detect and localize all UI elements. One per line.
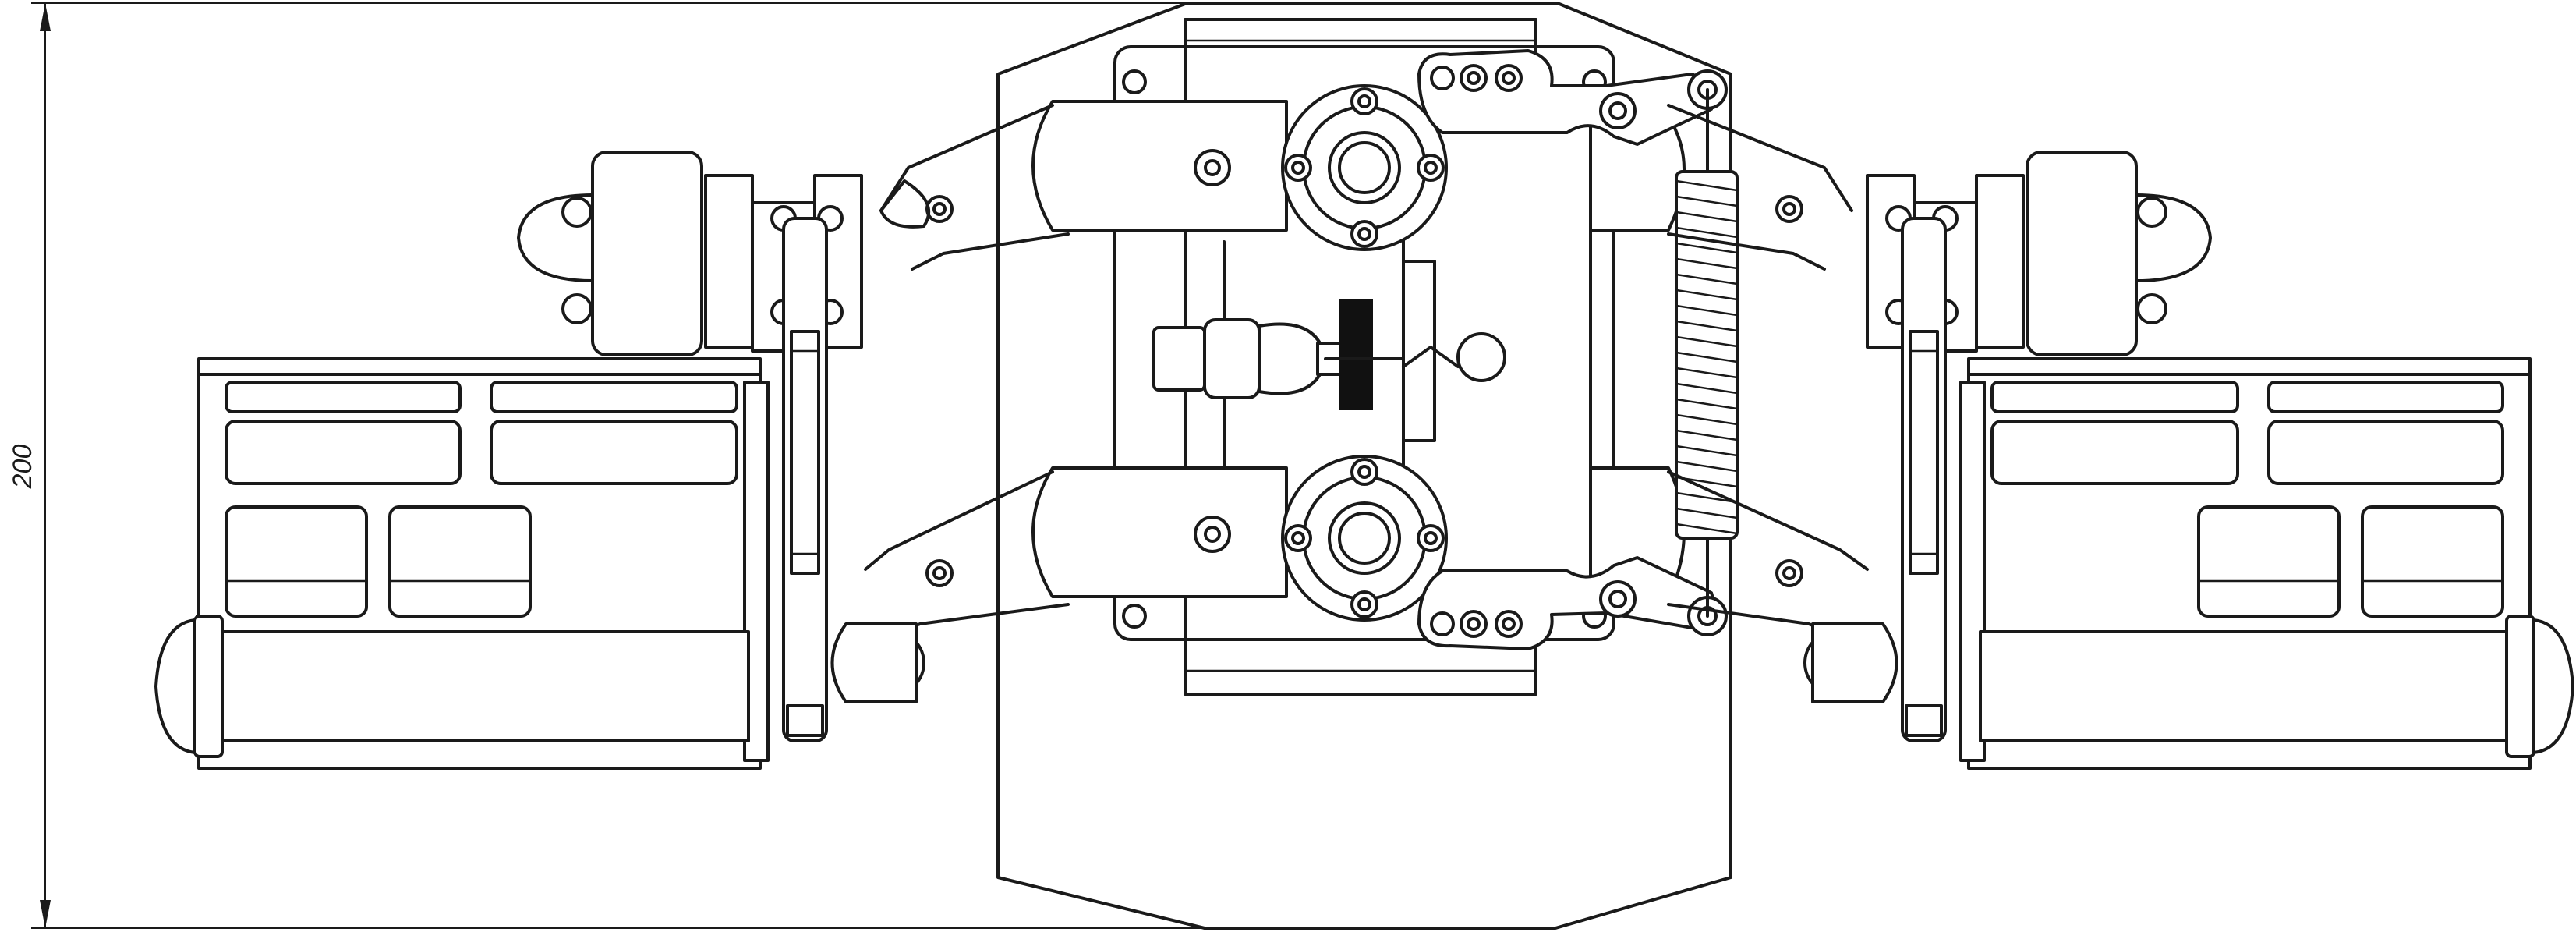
steering-plate [1223,115,1592,586]
dimension-arrow-bottom [40,900,51,928]
rubber-pad [1339,299,1373,410]
right-wheel-roller [1803,615,2574,758]
upper-lever [1417,49,1728,146]
lower-hub [1281,455,1448,622]
tension-spring [1675,88,1739,618]
dimension-label: 200 [8,445,37,490]
left-wheel-roller [154,615,925,758]
dimension-arrow-top [40,3,51,31]
chassis-body [996,2,1732,930]
right-kingpin [1901,217,1947,742]
height-dimension: 200 [8,2,1247,929]
left-kingpin [782,217,828,742]
tie-rod-assembly [1152,299,1405,410]
upper-hub [1281,84,1448,251]
